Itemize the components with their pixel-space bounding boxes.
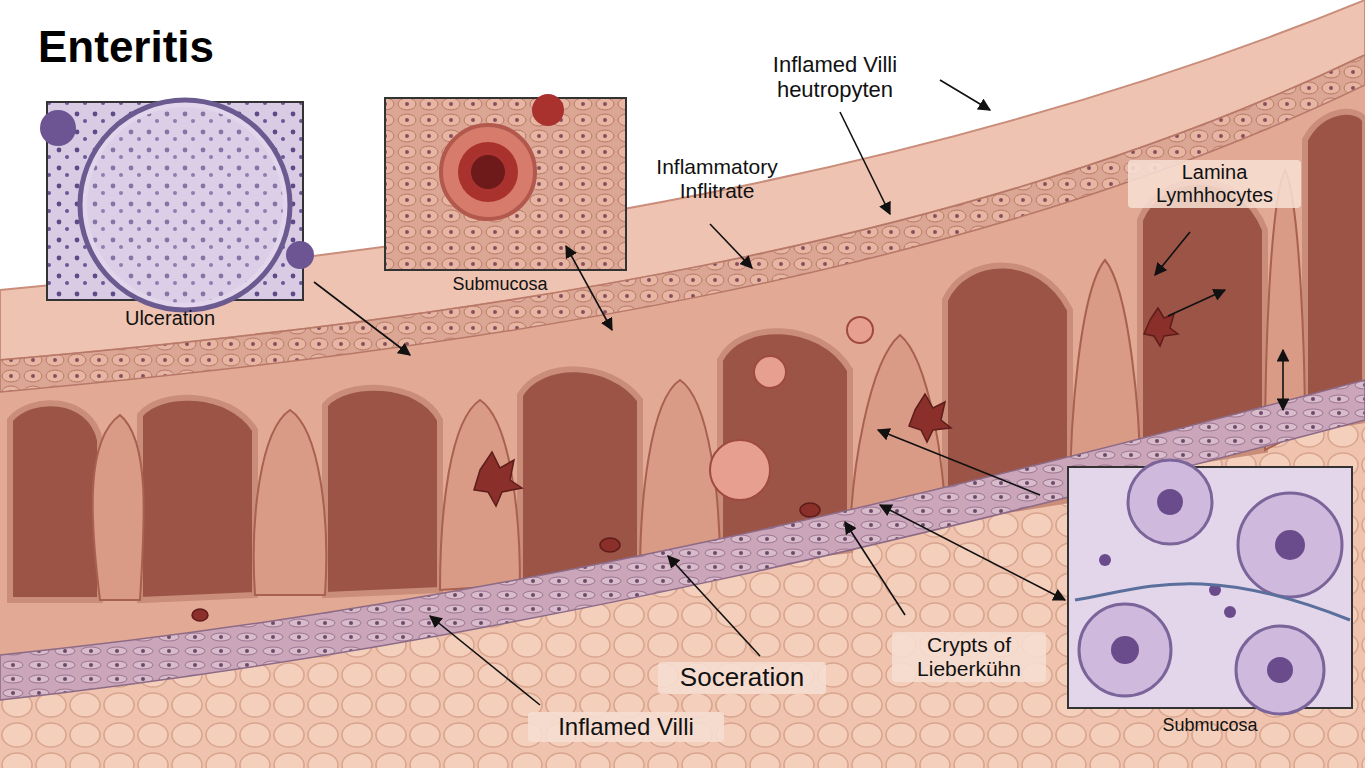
leader-line xyxy=(1168,290,1225,316)
leader-line xyxy=(566,246,612,330)
part-label: Crypts of Lieberkühn xyxy=(892,632,1046,682)
leader-line xyxy=(668,556,760,656)
leader-line xyxy=(840,112,890,214)
part-label: Lamina Lymhhocytes xyxy=(1128,160,1301,208)
leader-line xyxy=(710,224,752,268)
part-label: Inflammatory Inflitrate xyxy=(632,155,802,203)
leader-line xyxy=(314,282,410,355)
leader-line xyxy=(430,616,540,705)
leader-line xyxy=(940,80,990,110)
part-label: Soceration xyxy=(658,662,826,694)
part-label: Inflamed Villi xyxy=(528,712,724,742)
part-label: Submucosa xyxy=(1148,715,1272,736)
part-label: Ulceration xyxy=(105,307,235,330)
leader-line xyxy=(845,522,905,615)
diagram-title: Enteritis xyxy=(38,22,214,73)
part-label: Submucosa xyxy=(430,274,570,295)
leader-line xyxy=(1155,232,1190,275)
leader-line xyxy=(878,430,1040,495)
leader-line xyxy=(1282,350,1284,410)
leader-line xyxy=(880,505,1065,600)
part-label: Inflamed Villi heutropyten xyxy=(735,52,935,103)
